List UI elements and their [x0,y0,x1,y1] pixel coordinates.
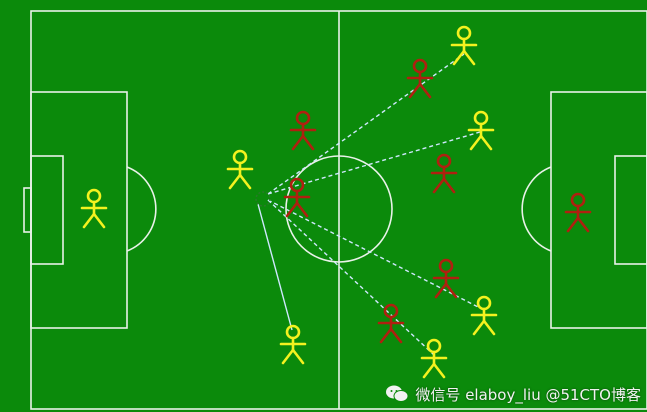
center-circle [285,155,393,263]
player-yellow-teammate [467,110,495,151]
left-penalty-arc [126,166,157,252]
player-yellow-teammate [420,338,448,379]
player-red-opponent [430,153,458,194]
player-yellow-teammate [450,25,478,66]
pass-line [267,53,465,195]
player-red-opponent [432,258,460,299]
right-goal-area [614,155,647,265]
player-yellow-ball-carrier [226,149,254,190]
player-red-opponent [406,58,434,99]
pass-line [267,199,435,356]
wechat-icon [386,385,409,402]
player-yellow-teammate [470,295,498,336]
player-red-opponent [283,177,311,218]
player-red-opponent [377,303,405,344]
watermark: 微信号 elaboy_liu @51CTO博客 [385,380,641,408]
pass-line [257,203,293,331]
watermark-text: 微信号 elaboy_liu @51CTO博客 [415,385,641,404]
player-yellow-goalkeeper [80,188,108,229]
player-yellow-teammate [279,324,307,365]
player-red-opponent [289,110,317,151]
ball [255,191,271,207]
pass-line [267,199,485,311]
left-goal [23,187,32,233]
pitch-markings [23,10,647,410]
players-layer [80,25,592,379]
right-penalty-arc [521,166,552,252]
right-penalty-area [550,91,647,329]
player-red-goalkeeper [564,192,592,233]
